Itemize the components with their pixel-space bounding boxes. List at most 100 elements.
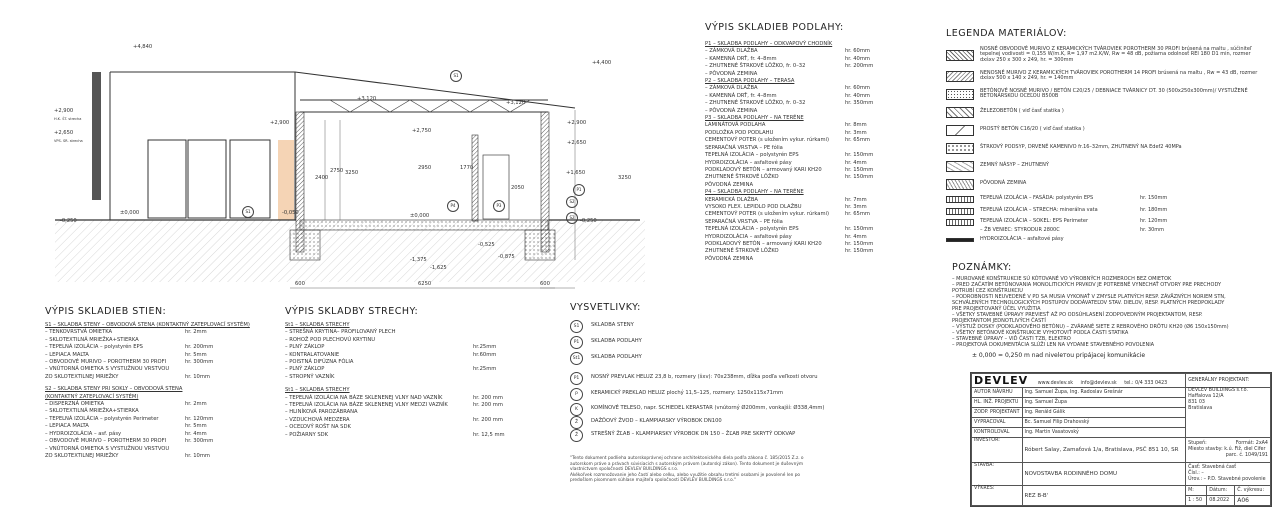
section-tag: S2 (566, 212, 578, 224)
level-label: -1,625 (430, 265, 447, 271)
explanations-title: VYSVETLIVKY: (570, 302, 641, 313)
dim-horizontal: 600 (295, 281, 305, 287)
roof-truss (329, 99, 531, 113)
legend-item: BETÓNOVÉ NOSNÉ MURIVO / BETÓN C20/25 / D… (946, 85, 1271, 103)
floor-tag-icon: P1 (570, 335, 583, 349)
foundation-left (289, 229, 321, 261)
pattern-insulation-icon (946, 218, 974, 226)
level-label: -1,375 (410, 257, 427, 263)
insulation-strip (278, 140, 294, 220)
dim-vertical: 1770 (460, 165, 474, 171)
section-tag: S1 (242, 206, 254, 218)
floor-group-p1: P1 – SKLADBA PODLAHY – ODKVAPOVÝ CHODNÍK… (705, 41, 874, 77)
wall-compositions-title: VÝPIS SKLADIEB STIEN: (45, 306, 167, 317)
company-logo: DEVLEV (974, 374, 1029, 387)
pattern-cross-icon (946, 106, 974, 118)
dim-vertical: 2050 (511, 185, 525, 191)
floor-group-p3: P3 – SKLADBA PODLAHY – NA TERÉNE LAMINÁT… (705, 115, 874, 188)
legend-item: ŠTRKOVÝ PODSYP, DRVENÉ KAMENIVO fr.16–32… (946, 139, 1271, 157)
lintel-icon: P (570, 387, 583, 401)
wall-compositions: VÝPIS SKLADIEB STIEN: S1 – SKLADBA STENY… (45, 306, 250, 459)
level-label: -0,250 (60, 218, 77, 224)
legend-item: HYDROIZOLÁCIA – asfaltové pásy (946, 235, 1271, 245)
level-label: +2,650 (567, 140, 587, 146)
legend-item: TEPELNÁ IZOLÁCIA – STRECHA: minerálna va… (946, 205, 1271, 217)
copyright-note: "Tento dokument podlieha autorskoprávnej… (570, 456, 804, 483)
pattern-gravel-icon (946, 142, 974, 154)
section-tag: P1 (573, 184, 585, 196)
level-label: -0,875 (498, 254, 515, 260)
level-note: VPS. SR. strecha (54, 139, 83, 143)
notes-title: POZNÁMKY: (952, 262, 1012, 273)
floor-compositions-title: VÝPIS SKLADIEB PODLAHY: (705, 22, 844, 33)
roof-tag-icon: St1 (570, 351, 583, 365)
dim-vertical: 2750 (330, 168, 344, 174)
level-label: +2,750 (412, 128, 432, 134)
level-label: +2,650 (54, 130, 74, 136)
pattern-dots-icon (946, 88, 974, 100)
dim-horizontal: 6250 (418, 281, 432, 287)
level-label: ±0,000 (120, 210, 140, 216)
level-label: -0,250 (580, 218, 597, 224)
pattern-brick-icon (946, 49, 974, 61)
section-tag: P4 (447, 200, 459, 212)
section-tag: P3 (493, 200, 505, 212)
dim-vertical: 3250 (345, 170, 359, 176)
roof-compositions-title: VÝPIS SKLADBY STRECHY: (285, 306, 419, 317)
pattern-soil-icon (946, 178, 974, 190)
downpipe-icon: Ž (570, 415, 583, 429)
floor-group-p2: P2 – SKLADBA PODLAHY – TERASA – ZÁMKOVÁ … (705, 78, 874, 114)
level-label: +4,400 (592, 60, 612, 66)
lintel-icon: P1 (570, 371, 583, 385)
chimney-icon: K (570, 402, 583, 416)
door (482, 154, 510, 220)
level-label: +2,900 (270, 120, 290, 126)
gutter-icon: Ž (570, 428, 583, 442)
wall-inner (471, 134, 479, 222)
level-note: H.K. ŠT. strecha (54, 117, 82, 121)
level-label: +2,900 (54, 108, 74, 114)
section-drawing (55, 71, 645, 289)
pattern-hydro-icon (946, 238, 974, 242)
pattern-earth-icon (946, 160, 974, 172)
building-outline (109, 71, 576, 221)
dim-vertical: 2950 (418, 165, 432, 171)
dim-horizontal: 600 (540, 281, 550, 287)
level-label: +3,120 (506, 100, 526, 106)
material-legend: LEGENDA MATERIÁLOV: NOSNÉ OBVODOVÉ MURIV… (946, 28, 1271, 245)
legend-item: PÔVODNÁ ZEMINA (946, 175, 1271, 193)
legend-item: ŽELEZOBETÓN ( viď časť statika ) (946, 103, 1271, 121)
level-label: +4,840 (133, 44, 153, 50)
floor-compositions: VÝPIS SKLADIEB PODLAHY: P1 – SKLADBA POD… (705, 22, 905, 263)
level-label: ±0,000 (410, 213, 430, 219)
level-label: -0,525 (478, 242, 495, 248)
title-block: DEVLEV www.devlev.sk info@devlev.sk tel.… (970, 372, 1272, 507)
legend-item: ZEMNÝ NÁSYP – ZHUTNENÝ (946, 157, 1271, 175)
pattern-insulation-icon (946, 195, 974, 203)
legend-item: NOSNÉ OBVODOVÉ MURIVO Z KERAMICKÝCH TVÁR… (946, 43, 1271, 67)
level-label: +3,120 (357, 96, 377, 102)
notes: POZNÁMKY: – MUROVANÉ KONŠTRUKCIE SÚ KÓTO… (952, 262, 1272, 359)
wall-tag-icon: S1 (570, 319, 583, 333)
roof-compositions: VÝPIS SKLADBY STRECHY: St1 – SKLADBA STR… (285, 306, 525, 439)
level-reference-note: ± 0,000 = 0,250 m nad nivelетou pripájac… (972, 352, 1146, 359)
level-label: +2,900 (567, 120, 587, 126)
foundation-right (524, 229, 556, 261)
legend-title: LEGENDA MATERIÁLOV: (946, 28, 1067, 39)
level-label: +1,650 (566, 170, 586, 176)
dim-vertical: 3250 (618, 175, 632, 181)
chimney (92, 72, 101, 200)
pattern-hatch-icon (946, 70, 974, 82)
legend-item: NENOSNÉ MURIVO Z KERAMICKÝCH TVÁROVIEK P… (946, 67, 1271, 85)
pattern-insulation-icon (946, 207, 974, 215)
section-tag: S1 (450, 70, 462, 82)
section-tag: S2 (566, 196, 578, 208)
floor-slab (299, 219, 549, 231)
pattern-diag-icon (946, 124, 974, 136)
dim-vertical: 2400 (315, 175, 329, 181)
floor-group-p4: P4 – SKLADBA PODLAHY – NA TERÉNE KERAMIC… (705, 189, 874, 262)
legend-item: TEPELNÁ IZOLÁCIA – FASÁDA: polystyrén EP… (946, 193, 1271, 205)
